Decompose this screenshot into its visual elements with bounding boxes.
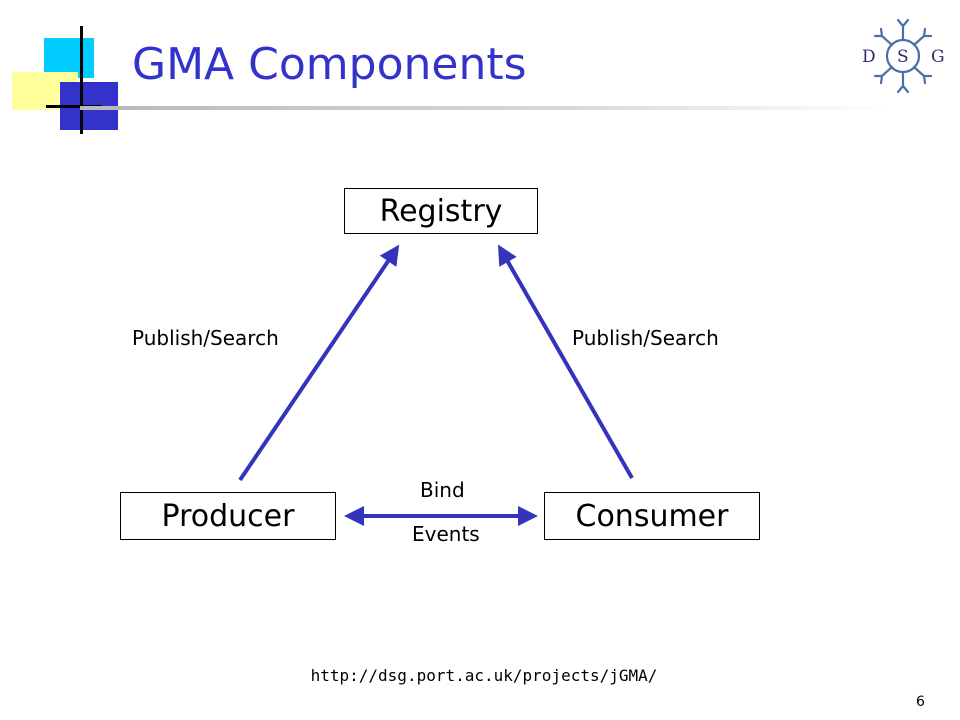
logo-letter-d: D	[862, 47, 876, 67]
project-url[interactable]: http://dsg.port.ac.uk/projects/jGMA/	[310, 666, 658, 685]
title-underline	[80, 106, 890, 110]
registry-node: Registry	[344, 188, 538, 234]
logo-letter-g: G	[931, 47, 945, 67]
decor-horizontal-line	[46, 105, 102, 108]
page-number: 6	[916, 694, 925, 710]
decor-cyan-square	[44, 38, 94, 78]
registry-label: Registry	[379, 193, 503, 229]
arrow-producer-to-registry	[238, 244, 400, 482]
consumer-label: Consumer	[575, 498, 729, 534]
arrow-consumer-to-registry	[498, 244, 634, 479]
producer-label: Producer	[161, 498, 295, 534]
edge-label-consumer-registry: Publish/Search	[572, 326, 719, 350]
consumer-node: Consumer	[544, 492, 760, 540]
edge-label-producer-registry: Publish/Search	[132, 326, 279, 350]
dsg-logo: D S G	[862, 18, 945, 94]
edge-label-events: Events	[412, 522, 480, 546]
producer-node: Producer	[120, 492, 336, 540]
page-title: GMA Components	[132, 39, 527, 90]
edge-label-bind: Bind	[420, 478, 465, 502]
decor-vertical-line	[80, 26, 83, 134]
logo-letter-s: S	[897, 47, 909, 67]
